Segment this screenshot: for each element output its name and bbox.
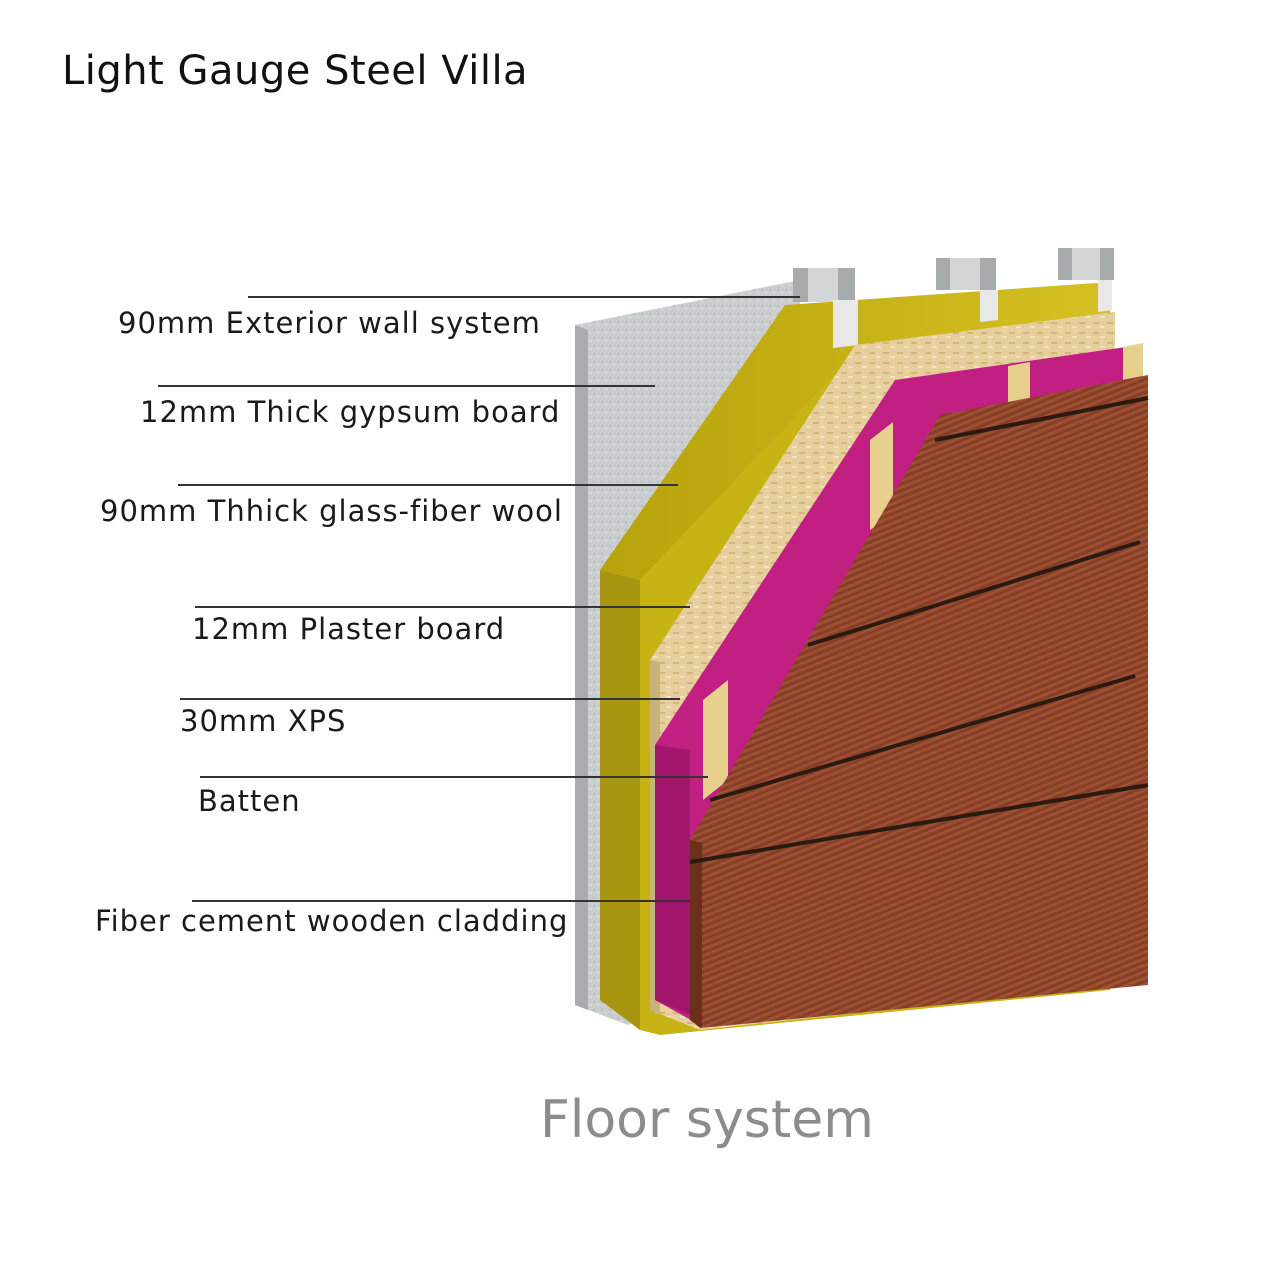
diagram-title: Light Gauge Steel Villa <box>62 48 529 94</box>
battens <box>703 343 1143 800</box>
label-plaster-board: 12mm Plaster board <box>192 612 506 646</box>
label-batten: Batten <box>198 784 301 818</box>
label-xps: 30mm XPS <box>180 704 347 738</box>
wooden-cladding-layer <box>689 375 1149 1028</box>
label-gypsum-board: 12mm Thick gypsum board <box>140 395 561 429</box>
diagram-caption: Floor system <box>540 1090 874 1150</box>
label-glass-fiber-wool: 90mm Thhick glass-fiber wool <box>100 494 563 528</box>
steel-studs <box>793 248 1114 348</box>
leader-lines <box>158 296 800 902</box>
label-wooden-cladding: Fiber cement wooden cladding <box>95 904 569 938</box>
label-exterior-wall-system: 90mm Exterior wall system <box>118 306 541 340</box>
